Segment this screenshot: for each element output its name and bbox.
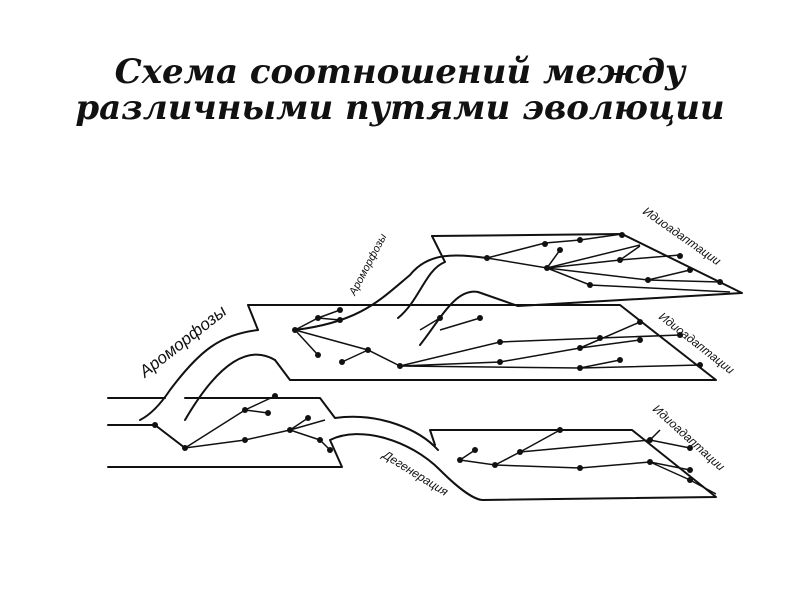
- label-aromorphoses-main: Ароморфозы: [135, 301, 231, 381]
- label-aromorphoses-upper: Ароморфозы: [347, 232, 390, 298]
- label-idioadaptations-bottom: Идиоадаптации: [650, 402, 728, 474]
- slide-title-line-2: различными путями эволюции: [75, 88, 725, 128]
- lower-band: [107, 393, 717, 501]
- middle-band: [139, 304, 717, 421]
- slide-title-line-1: Схема соотношений между: [114, 52, 686, 92]
- label-degeneration: Дегенерация: [379, 447, 451, 500]
- label-idioadaptations-top: Идиоадаптации: [640, 204, 723, 268]
